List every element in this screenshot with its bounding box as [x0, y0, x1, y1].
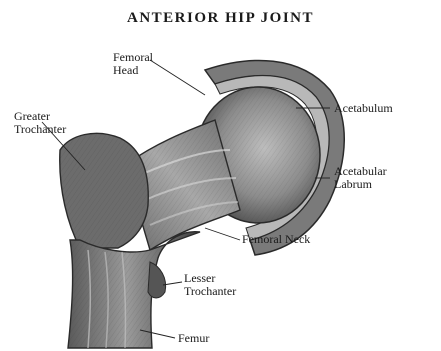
- label-lesser-trochanter: Lesser Trochanter: [184, 272, 236, 298]
- label-acetabular-labrum: Acetabular Labrum: [334, 165, 387, 191]
- lesser-trochanter-shape: [148, 262, 166, 298]
- label-femoral-neck: Femoral Neck: [242, 233, 310, 246]
- label-femur: Femur: [178, 332, 209, 345]
- label-greater-trochanter: Greater Trochanter: [14, 110, 66, 136]
- label-femoral-head: Femoral Head: [113, 51, 153, 77]
- label-acetabulum: Acetabulum: [334, 102, 393, 115]
